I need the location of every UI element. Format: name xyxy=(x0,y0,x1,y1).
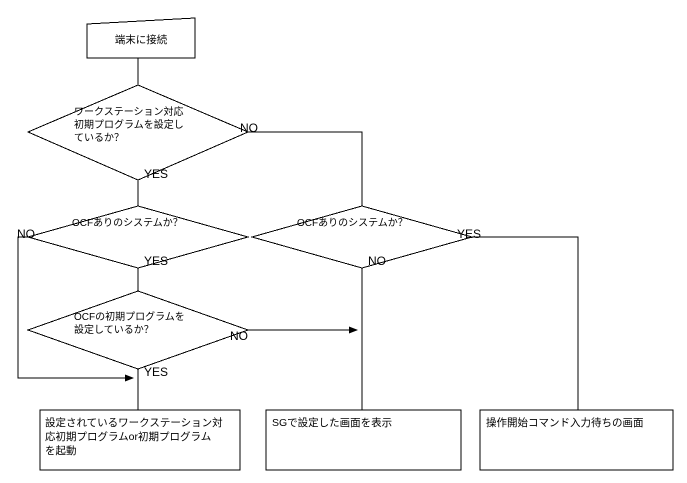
node-out2-shape xyxy=(265,409,462,471)
edge-label-d2-no: NO xyxy=(17,227,35,241)
node-d1-shape xyxy=(26,84,250,181)
edge-label-d1-no: NO xyxy=(240,121,258,135)
edge-label-d2-yes: YES xyxy=(144,254,169,268)
node-d2-shape xyxy=(26,205,250,269)
edge-label-d3-no: NO xyxy=(230,329,248,343)
node-start-shape xyxy=(86,17,196,59)
edge-label-d4-no: NO xyxy=(368,254,386,268)
node-out1-shape xyxy=(39,409,241,471)
edge-d4-yes xyxy=(472,236,579,410)
edge-d2-no xyxy=(17,236,134,382)
node-d3-shape xyxy=(26,290,250,370)
edge-label-d1-yes: YES xyxy=(144,167,169,181)
node-d4-shape xyxy=(250,205,474,269)
node-out3-shape xyxy=(479,409,674,471)
edge-d1-no xyxy=(248,131,363,206)
edge-label-d3-yes: YES xyxy=(144,365,169,379)
edge-label-d4-yes: YES xyxy=(457,227,482,241)
